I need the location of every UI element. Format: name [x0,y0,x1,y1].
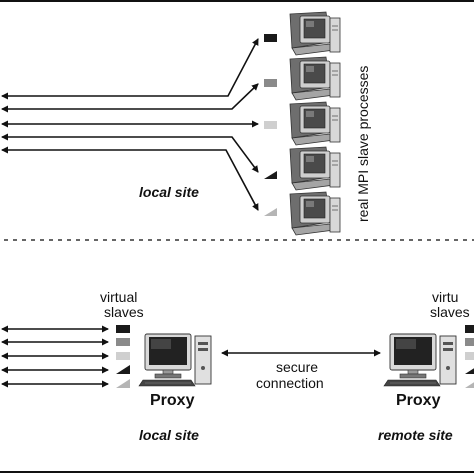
left-slaves-label: slaves [104,304,144,320]
right-marker-gray-triangle [465,382,474,388]
arrow-to-slave-2 [0,83,259,113]
left-marker-gray-square [116,338,130,346]
arrow-to-slave-5 [0,146,259,211]
bottom-remote-site-label: remote site [378,427,453,443]
marker-gray-square-top [264,79,277,87]
top-section: real MPI slave processes local site [0,11,371,236]
left-marker-black-square [116,325,130,333]
right-marker-black-triangle [465,368,474,374]
slave-computer-1 [289,11,341,56]
right-marker-black-square [465,325,474,333]
real-slave-processes-label: real MPI slave processes [355,66,371,222]
arrow-to-slave-4 [0,133,259,173]
right-proxy-computer [383,333,457,387]
right-proxy-label: Proxy [396,392,441,409]
left-marker-light-square [116,352,130,360]
slave-computer-5 [289,191,341,236]
marker-black-triangle-top [264,171,277,179]
right-marker-gray-square [465,338,474,346]
arrow-to-slave-1 [0,38,259,100]
left-proxy-computer [138,333,212,387]
left-virtual-label: virtual [100,289,137,305]
marker-black-square-top [264,34,277,42]
left-virtual-slave-arrows [0,325,109,388]
marker-gray-triangle-top [264,208,277,216]
right-marker-light-square [465,352,474,360]
marker-light-square-top [264,121,277,129]
slave-computer-4 [289,146,341,191]
left-marker-black-triangle [116,365,130,374]
secure-label: secure [276,359,318,375]
top-local-site-label: local site [139,184,199,200]
left-marker-gray-triangle [116,379,130,388]
right-virtual-label: virtu [432,289,458,305]
bottom-section: virtual slaves Proxy secure connection P… [0,289,474,443]
left-proxy-label: Proxy [150,392,195,409]
bottom-local-site-label: local site [139,427,199,443]
slave-computer-2 [289,56,341,101]
right-slaves-label: slaves [430,304,470,320]
connection-label: connection [256,375,324,391]
slave-computer-3 [289,101,341,146]
